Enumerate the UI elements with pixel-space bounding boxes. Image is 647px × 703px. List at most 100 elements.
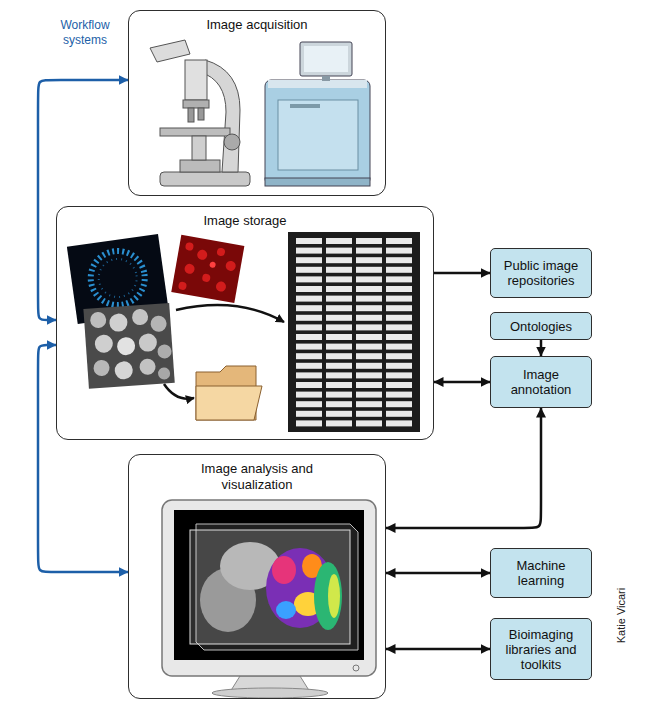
tissue-image [171, 235, 244, 303]
flow-arrow [176, 305, 284, 322]
server-slot [386, 334, 412, 340]
rendered-3d-model [328, 574, 340, 618]
microscope-icon [160, 172, 250, 186]
server-slot [326, 353, 352, 359]
imaging-instrument-icon [265, 42, 370, 186]
server-slot [326, 401, 352, 407]
server-slot [356, 315, 382, 321]
server-slot [296, 267, 322, 273]
server-slot [296, 401, 322, 407]
tissue-image [178, 281, 187, 290]
monitor-icon [162, 500, 376, 698]
microscope-icon [183, 100, 209, 108]
cell-image [132, 309, 149, 326]
server-slot [326, 392, 352, 398]
server-slot [326, 382, 352, 388]
cell-image [94, 334, 113, 353]
server-slot [386, 382, 412, 388]
microscope-icon [198, 108, 204, 120]
connector-arrow [386, 648, 490, 651]
server-slot [296, 276, 322, 282]
server-slot [296, 305, 322, 311]
cell-image [157, 344, 172, 359]
microscope-icon [188, 108, 194, 122]
server-slot [356, 363, 382, 369]
server-slot [326, 257, 352, 263]
server-slot [386, 296, 412, 302]
server-slot [356, 296, 382, 302]
server-slot [356, 344, 382, 350]
server-slot [296, 286, 322, 292]
server-slot [326, 344, 352, 350]
connector-arrow [434, 381, 490, 384]
imaging-instrument-icon [265, 178, 370, 186]
server-slot [356, 334, 382, 340]
server-slot [326, 363, 352, 369]
monitor-icon [353, 665, 359, 671]
tissue-image [196, 249, 208, 261]
tissue-image [216, 247, 225, 256]
monitor-icon [162, 500, 376, 676]
server-slot [326, 305, 352, 311]
cell-image [83, 303, 174, 389]
server-slot [356, 382, 382, 388]
server-slot [356, 353, 382, 359]
server-rack [288, 232, 420, 432]
cell-image [93, 359, 110, 376]
monitor-icon [174, 510, 364, 660]
server-slot [296, 334, 322, 340]
server-slot [386, 257, 412, 263]
server-slot [386, 353, 412, 359]
workflow-connector [38, 345, 128, 572]
imaging-instrument-icon [278, 100, 358, 170]
fluorescence-image [87, 248, 148, 309]
microscope-icon [160, 128, 230, 136]
cell-image [109, 313, 128, 332]
server-slot [296, 324, 322, 330]
server-slot [326, 420, 352, 426]
tissue-image [184, 263, 196, 275]
server-slot [326, 276, 352, 282]
tissue-image [209, 261, 216, 268]
server-slot [386, 267, 412, 273]
server-slot [356, 411, 382, 417]
server-slot [296, 392, 322, 398]
panel-title: Image storage [200, 213, 289, 229]
server-slot [326, 334, 352, 340]
resource-box: Bioimaging libraries and toolkits [490, 618, 592, 680]
cell-image [116, 337, 135, 356]
microscope-icon [224, 134, 240, 150]
section-panel: Image acquisition [128, 10, 386, 196]
microscope-icon [185, 60, 207, 100]
server-slot [356, 238, 382, 244]
server-slot [296, 382, 322, 388]
server-slot [356, 305, 382, 311]
server-rack [288, 232, 420, 432]
microscope-icon [192, 136, 206, 160]
tissue-image [202, 273, 211, 282]
folder-icon [196, 386, 262, 420]
rendered-3d-model [190, 530, 350, 644]
server-slot [386, 315, 412, 321]
microscope-icon [150, 40, 190, 62]
server-slot [326, 296, 352, 302]
box-label: Machine learning [495, 558, 587, 588]
server-slot [326, 315, 352, 321]
box-label: Ontologies [510, 319, 572, 334]
server-slot [326, 286, 352, 292]
server-slot [386, 363, 412, 369]
imaging-instrument-icon [322, 76, 330, 81]
cell-image [83, 303, 174, 389]
section-panel: Image analysis and visualization [128, 454, 386, 699]
imaging-instrument-icon [304, 46, 348, 72]
imaging-instrument-icon [268, 80, 367, 88]
tissue-image [215, 281, 227, 293]
server-slot [326, 324, 352, 330]
server-slot [356, 248, 382, 254]
microscope-icon [150, 40, 250, 186]
rendered-3d-model [190, 524, 358, 650]
section-panel: Image storage [56, 206, 434, 440]
credit-text: Katie Vicari [614, 571, 629, 661]
server-slot [296, 248, 322, 254]
server-slot [386, 372, 412, 378]
